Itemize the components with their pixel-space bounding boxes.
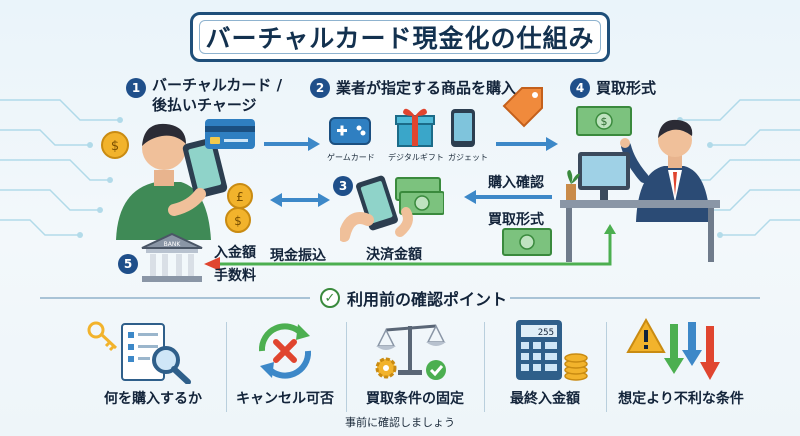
checkpoint-divider-1: [226, 322, 227, 412]
product-label-game-card: ゲームカード: [327, 153, 375, 162]
smartphone-gadget-icon: [451, 109, 475, 147]
checkpoints-title: 利用前の確認ポイント: [347, 290, 508, 309]
double-arrow-icon: [270, 193, 330, 207]
scale-gear-check-icon: [375, 324, 446, 380]
step-1-label-line1: バーチャルカード /: [152, 76, 283, 94]
cancel-cycle-icon: [258, 323, 312, 379]
business-person-at-desk-illustration: [560, 119, 720, 262]
checkpoint-4-label: 最終入金額: [510, 391, 580, 407]
svg-text:$: $: [601, 115, 608, 128]
circuit-decoration-left: [0, 99, 123, 238]
divider-left: [40, 297, 310, 299]
document-magnifier-icon: [87, 321, 191, 384]
step-3-number: 3: [333, 176, 353, 196]
step-4-number: 4: [570, 78, 590, 98]
calculator-coins-icon: 255: [516, 320, 588, 381]
gift-box-icon: [395, 108, 435, 147]
step-1-number: 1: [126, 78, 146, 98]
coin-icon: $: [101, 131, 129, 159]
page-title-text: バーチャルカード現金化の仕組み: [205, 24, 595, 53]
banknote-icon-small: [502, 228, 552, 256]
svg-text:£: £: [236, 190, 244, 204]
checkpoint-1-label: 何を購入するか: [104, 391, 202, 407]
step-5-number: 5: [118, 254, 138, 274]
bank-building-icon: BANK: [141, 232, 203, 282]
virtual-card-icon: [205, 119, 255, 149]
flow-arrow-4-to-3: [464, 190, 552, 204]
checkpoint-divider-2: [346, 322, 347, 412]
step-4-label: 買取形式: [596, 79, 657, 97]
step-2-label: 業者が指定する商品を購入: [336, 79, 517, 97]
checkpoints-header: ✓ 利用前の確認ポイント: [320, 286, 507, 310]
checkpoint-3-label: 買取条件の固定: [366, 391, 464, 407]
game-controller-icon: [329, 117, 371, 145]
payment-hands-illustration: [340, 175, 444, 242]
step-3-label: 決済金額: [366, 247, 422, 263]
product-label-digital-gift: デジタルギフト: [388, 153, 444, 162]
page-title: バーチャルカード現金化の仕組み: [190, 12, 610, 62]
checkpoint-divider-3: [484, 322, 485, 412]
bank-sign: BANK: [164, 241, 182, 248]
calculator-display: 255: [538, 328, 554, 338]
banknote-icon: $: [576, 106, 632, 136]
person-with-phone-illustration: [116, 123, 228, 240]
flow-arrow-1-to-2: [264, 137, 320, 151]
divider-right: [510, 297, 760, 299]
step-2-number: 2: [310, 78, 330, 98]
step-5-label-line2: 手数料: [214, 268, 256, 284]
warning-down-arrows-icon: [626, 317, 720, 380]
buyback-format-label: 買取形式: [488, 212, 544, 228]
svg-text:$: $: [234, 214, 242, 228]
check-circle-icon: ✓: [320, 288, 340, 308]
flow-arrow-2-to-4: [496, 137, 558, 151]
coin-icon-dollar: $: [225, 207, 251, 233]
step-1-label-line2: 後払いチャージ: [152, 96, 257, 114]
checkpoint-2-label: キャンセル可否: [236, 391, 334, 407]
transfer-label: 現金振込: [270, 248, 326, 264]
purchase-confirm-label: 購入確認: [488, 175, 544, 191]
checkpoint-5-label: 想定より不利な条件: [618, 391, 744, 407]
svg-text:$: $: [111, 139, 119, 154]
return-flow-line: [204, 224, 616, 271]
step-5-label-line1: 入金額: [214, 245, 256, 261]
footer-note: 事前に確認しましょう: [345, 416, 455, 429]
checkpoint-divider-4: [606, 322, 607, 412]
price-tag-icon: [502, 87, 543, 128]
product-label-gadget: ガジェット: [448, 153, 488, 162]
